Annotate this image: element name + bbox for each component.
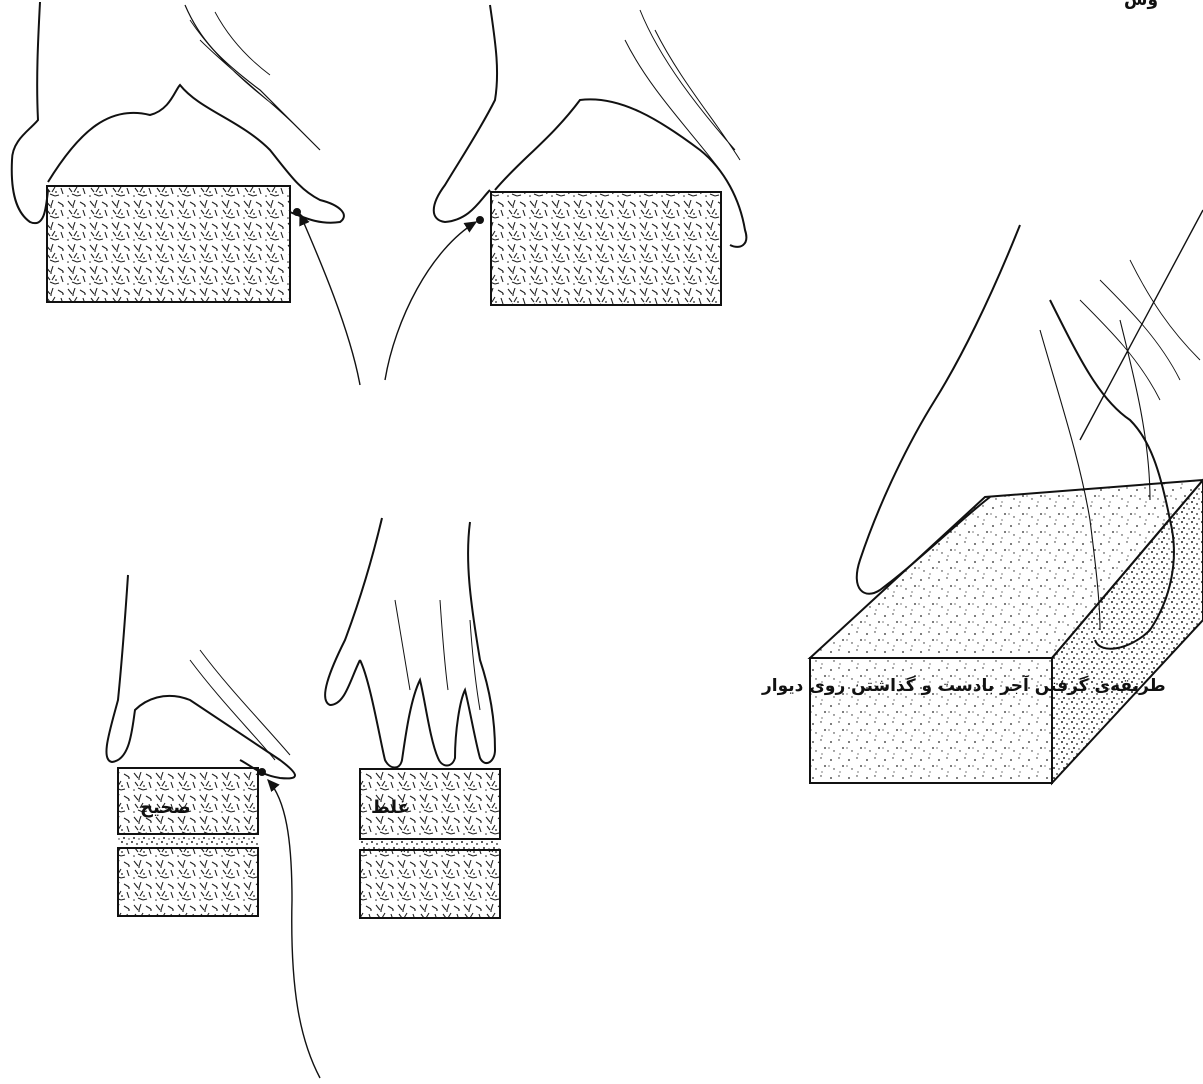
arrow-correct [268, 780, 320, 1078]
corner-text-fragment: وس [1124, 0, 1158, 10]
brick-wrong-bottom [360, 850, 500, 918]
right-hand-brick [810, 210, 1203, 783]
arrow-top-middle [385, 222, 476, 380]
top-middle-hand-brick [385, 5, 746, 380]
mortar-correct [118, 835, 258, 847]
mortar-wrong [360, 840, 500, 850]
brick-top-middle [491, 192, 721, 305]
arrow-top-left [300, 214, 360, 385]
main-caption: طریقه‌ی گرفتن آجر بادست و گذاشتن روی دیو… [762, 676, 1166, 696]
hand-outline-correct [106, 575, 295, 778]
correct-label: صحیح [140, 797, 191, 818]
correct-example [106, 575, 320, 1078]
brick-correct-bottom [118, 848, 258, 916]
hand-outline-wrong [325, 518, 495, 768]
wrong-example [325, 518, 500, 918]
wrong-label: غلط [371, 797, 410, 818]
brick-top-left [47, 186, 290, 302]
top-left-hand-brick [12, 2, 360, 385]
